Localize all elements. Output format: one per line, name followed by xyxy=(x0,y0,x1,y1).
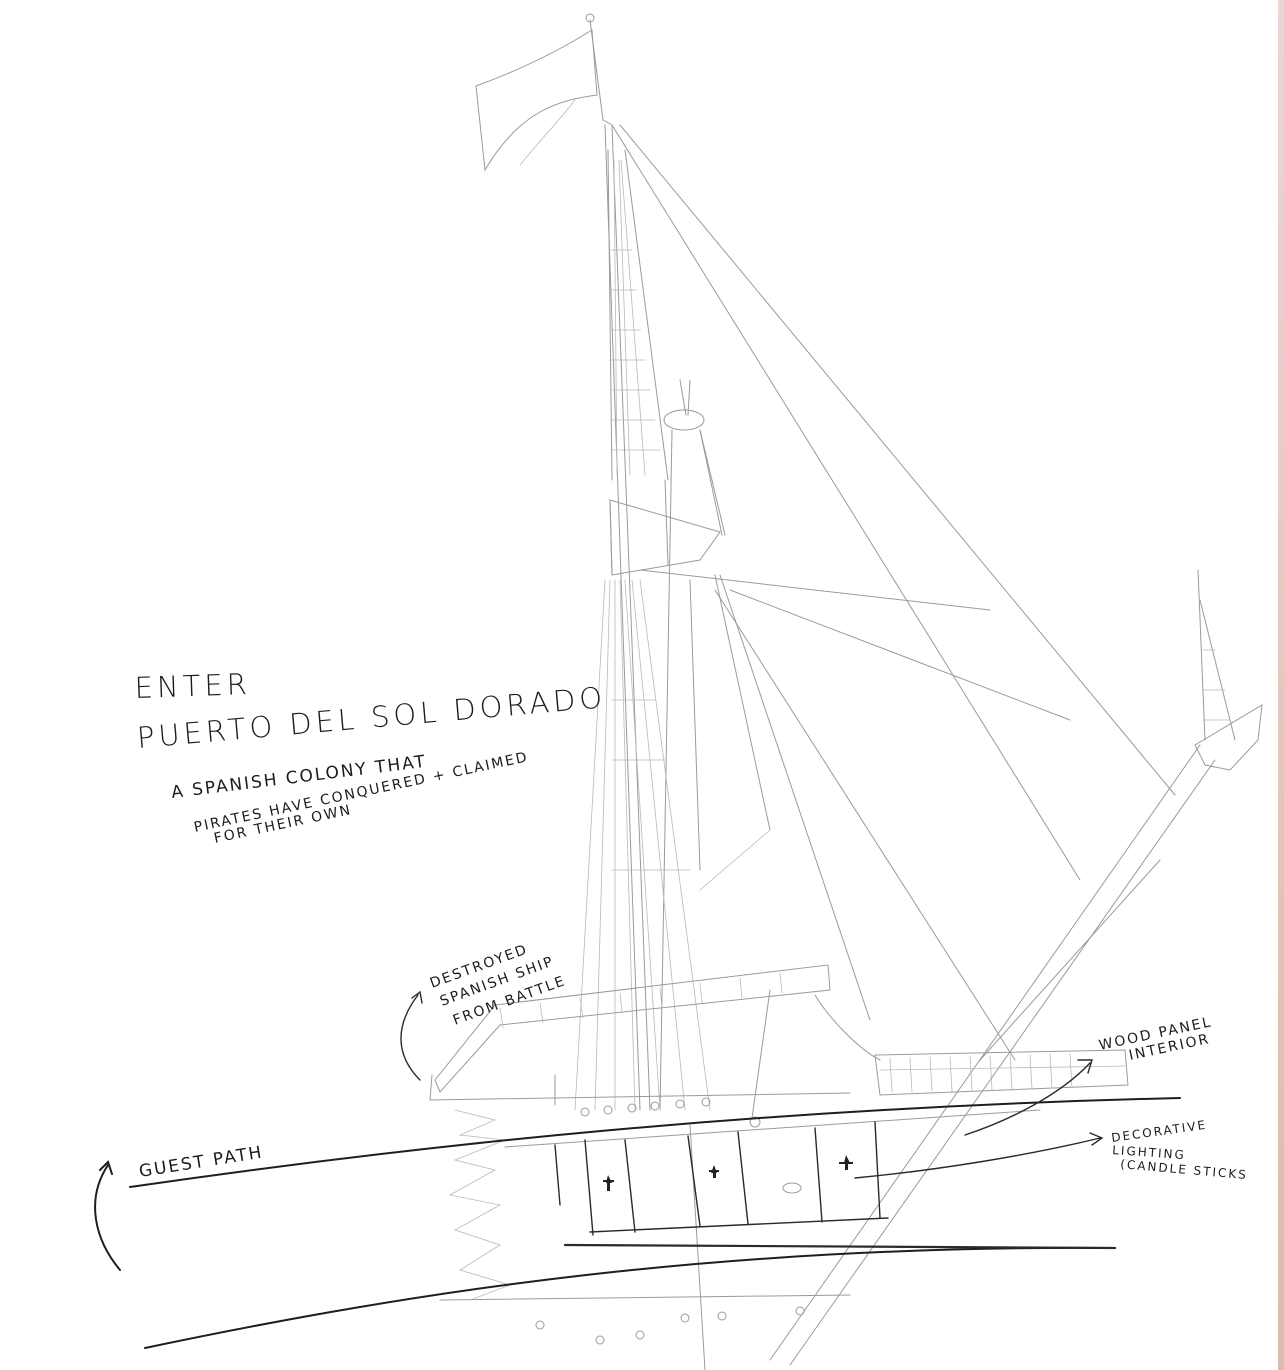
intro-notes: ENTER PUERTO DEL SOL DORADO A SPANISH CO… xyxy=(134,667,607,847)
candle-stick-icon xyxy=(603,1155,853,1191)
ship-deck xyxy=(429,964,1129,1370)
guest-path-arrow xyxy=(94,1160,121,1271)
paper-edge xyxy=(1278,0,1284,1370)
label-lighting-1: DECORATIVE xyxy=(1110,1118,1207,1145)
label-lighting-2: LIGHTING xyxy=(1112,1143,1187,1162)
flag xyxy=(475,29,598,172)
guest-path xyxy=(94,1097,1181,1349)
ship-labels: DESTROYED SPANISH SHIP FROM BATTLE WOOD … xyxy=(138,941,1249,1182)
ship-rigging xyxy=(475,13,1263,1366)
annotation-arrows xyxy=(400,990,1104,1179)
description-line-1: A SPANISH COLONY THAT xyxy=(170,752,428,803)
enter-text: ENTER xyxy=(134,667,251,705)
